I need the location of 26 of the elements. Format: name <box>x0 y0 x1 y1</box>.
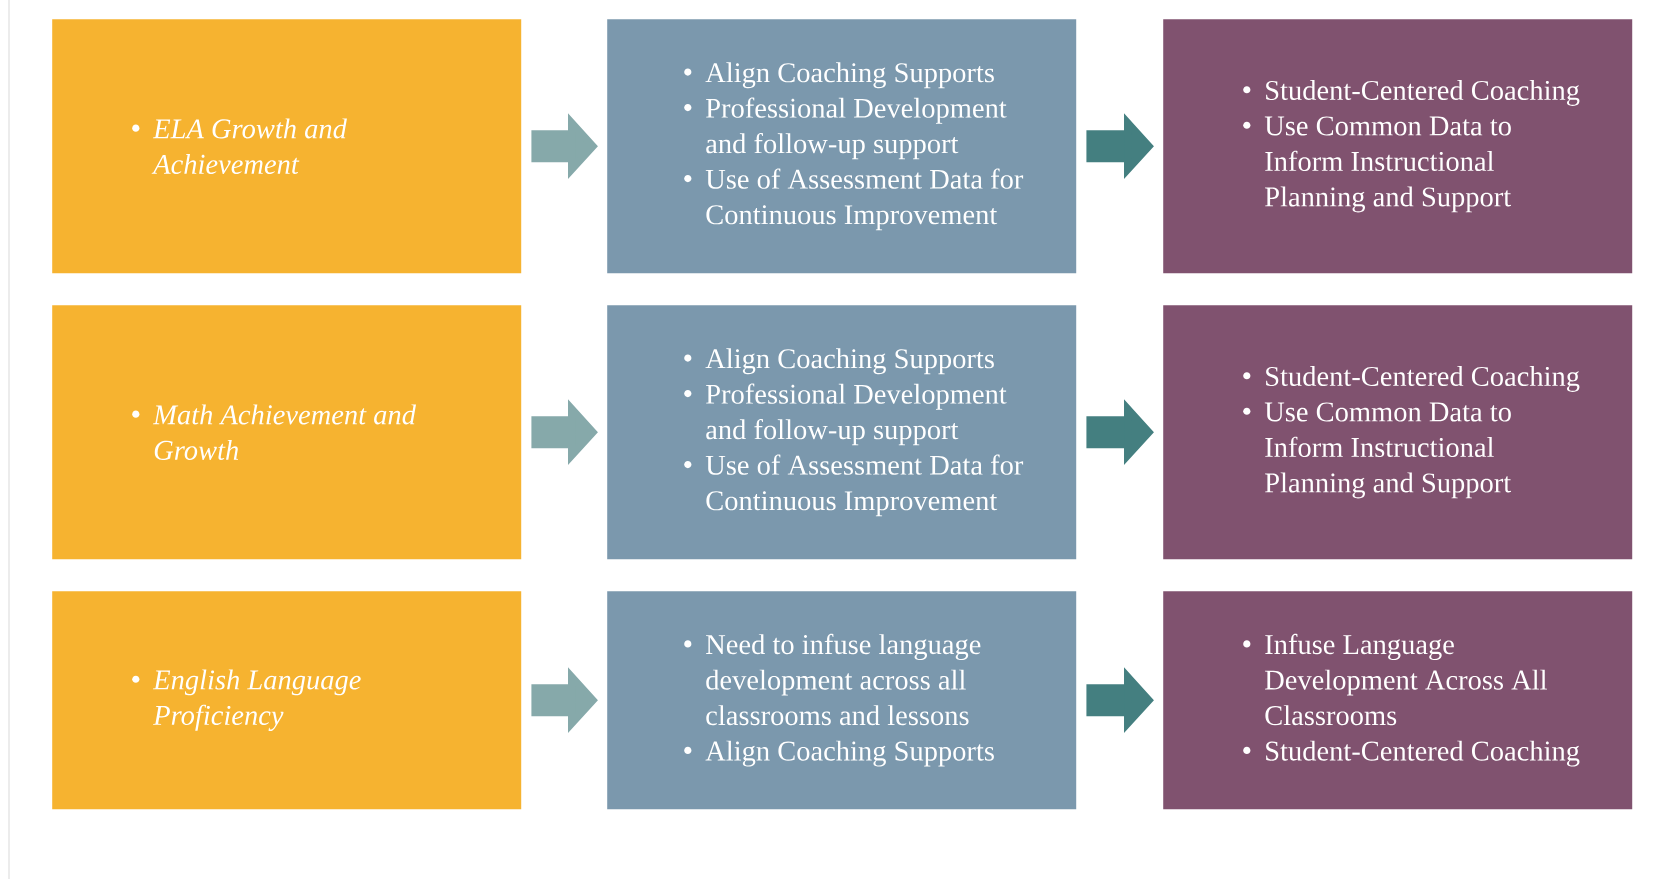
bullet-text: Student-Centered Coaching <box>1266 366 1580 392</box>
bullet-text: ELA Growth and Achievement <box>151 118 347 174</box>
text-box <box>607 19 1077 274</box>
bullet-text: Use of Assessment Data for Continuous Improvement <box>705 168 1024 231</box>
bullet-text: Use Common Data to Inform Instructional Planning and Support <box>1264 402 1511 499</box>
text-box <box>1163 305 1633 560</box>
bullet-text: Need to infuse language development across all classrooms and lessons <box>706 633 981 726</box>
text-box <box>52 305 522 560</box>
bullet-text: Align Coaching Supports <box>705 348 994 375</box>
bullet-text: Professional Development and follow-up support <box>706 97 1007 160</box>
text-box <box>607 305 1077 560</box>
bullet-text: Professional Development and follow-up support <box>706 383 1007 446</box>
text-box <box>607 591 1077 810</box>
bullet-text: Student-Centered Coaching <box>1266 80 1580 106</box>
bullet-text: Math Achievement and Growth <box>152 404 416 460</box>
bullet-text: Align Coaching Supports <box>705 62 994 89</box>
bullet-text: English Language Proficiency <box>152 669 361 731</box>
text-box <box>52 19 522 274</box>
bullet-text: Use of Assessment Data for Continuous Improvement <box>705 454 1024 517</box>
bullet-text: Student-Centered Coaching <box>1266 740 1580 767</box>
text-box <box>1163 591 1633 810</box>
bullet-text: Use Common Data to Inform Instructional Planning and Support <box>1264 116 1511 213</box>
text-box <box>52 591 522 810</box>
bullet-text: Align Coaching Supports <box>705 740 994 767</box>
bullet-text: Infuse Language Development Across All Classrooms <box>1265 633 1547 726</box>
text-box <box>1163 19 1633 274</box>
